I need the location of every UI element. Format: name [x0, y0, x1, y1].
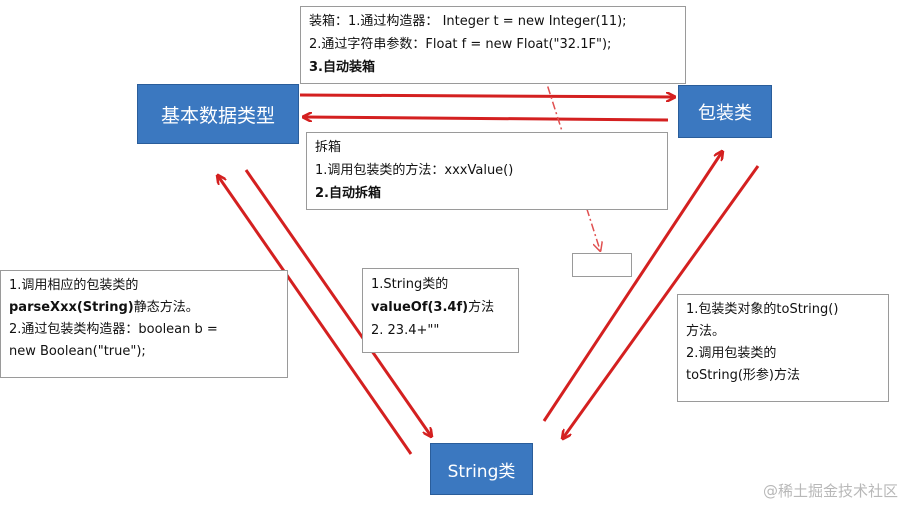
empty-box — [572, 253, 632, 277]
s2p-line2-bold: parseXxx(String) — [9, 300, 134, 315]
s2p-line-2: parseXxx(String)静态方法。 — [9, 297, 279, 319]
unboxing-arrow — [304, 117, 669, 120]
boxing-line-2: 2.通过字符串参数：Float f = new Float("32.1F"); — [309, 33, 677, 56]
w2s-line-1: 1.包装类对象的toString() — [686, 302, 839, 317]
primitive-type-label: 基本数据类型 — [160, 104, 275, 127]
s2p-line-3: 2.通过包装类构造器：boolean b = — [9, 322, 218, 337]
boxing-line1-code: Integer t = new Integer(11); — [442, 14, 627, 29]
boxing-line-1: 装箱：1.通过构造器： Integer t = new Integer(11); — [309, 10, 677, 33]
boxing-line2-code: Float f = new Float("32.1F"); — [425, 37, 612, 52]
p2s-line-2: valueOf(3.4f)方法 — [371, 296, 510, 319]
boxing-line-3: 3.自动装箱 — [309, 60, 375, 75]
wrapper-to-string-arrow — [563, 165, 760, 438]
string-class-node: String类 — [430, 443, 533, 495]
p2s-line2-bold: valueOf(3.4f) — [371, 300, 469, 315]
string-to-primitive-note: 1.调用相应的包装类的 parseXxx(String)静态方法。 2.通过包装… — [0, 270, 288, 378]
unboxing-note: 拆箱 1.调用包装类的方法：xxxValue() 2.自动拆箱 — [306, 132, 668, 210]
boxing-note: 装箱：1.通过构造器： Integer t = new Integer(11);… — [300, 6, 686, 84]
string-class-label: String类 — [447, 461, 516, 482]
string-to-wrapper-arrow — [542, 152, 722, 422]
w2s-line-3: 2.调用包装类的 — [686, 346, 777, 361]
watermark: @稀土掘金技术社区 — [762, 482, 898, 500]
primitive-to-string-arrow — [244, 169, 431, 436]
wrapper-class-node: 包装类 — [678, 85, 772, 138]
string-to-primitive-arrow — [218, 176, 413, 455]
p2s-line-1: 1.String类的 — [371, 277, 449, 292]
boxing-line2-prefix: 2.通过字符串参数： — [309, 37, 426, 52]
unboxing-line-2: 2.自动拆箱 — [315, 186, 381, 201]
wrapper-class-label: 包装类 — [698, 102, 752, 124]
w2s-line-4: toString(形参)方法 — [686, 368, 800, 383]
s2p-line2-rest: 静态方法。 — [133, 300, 199, 315]
p2s-line2-rest: 方法 — [468, 300, 495, 315]
primitive-to-string-note: 1.String类的 valueOf(3.4f)方法 2. 23.4+"" — [362, 268, 519, 353]
unboxing-title: 拆箱 — [315, 140, 342, 155]
unboxing-line-1: 1.调用包装类的方法：xxxValue() — [315, 163, 514, 178]
boxing-title: 装箱： — [309, 14, 349, 29]
s2p-line-1: 1.调用相应的包装类的 — [9, 278, 139, 293]
p2s-line-3: 2. 23.4+"" — [371, 323, 440, 338]
wrapper-to-string-note: 1.包装类对象的toString() 方法。 2.调用包装类的 toString… — [677, 294, 889, 402]
boxing-line1-prefix: 1.通过构造器： — [348, 14, 439, 29]
s2p-line-4: new Boolean("true"); — [9, 344, 146, 359]
w2s-line-2: 方法。 — [686, 324, 726, 339]
boxing-arrow — [299, 95, 674, 97]
primitive-type-node: 基本数据类型 — [137, 84, 299, 144]
